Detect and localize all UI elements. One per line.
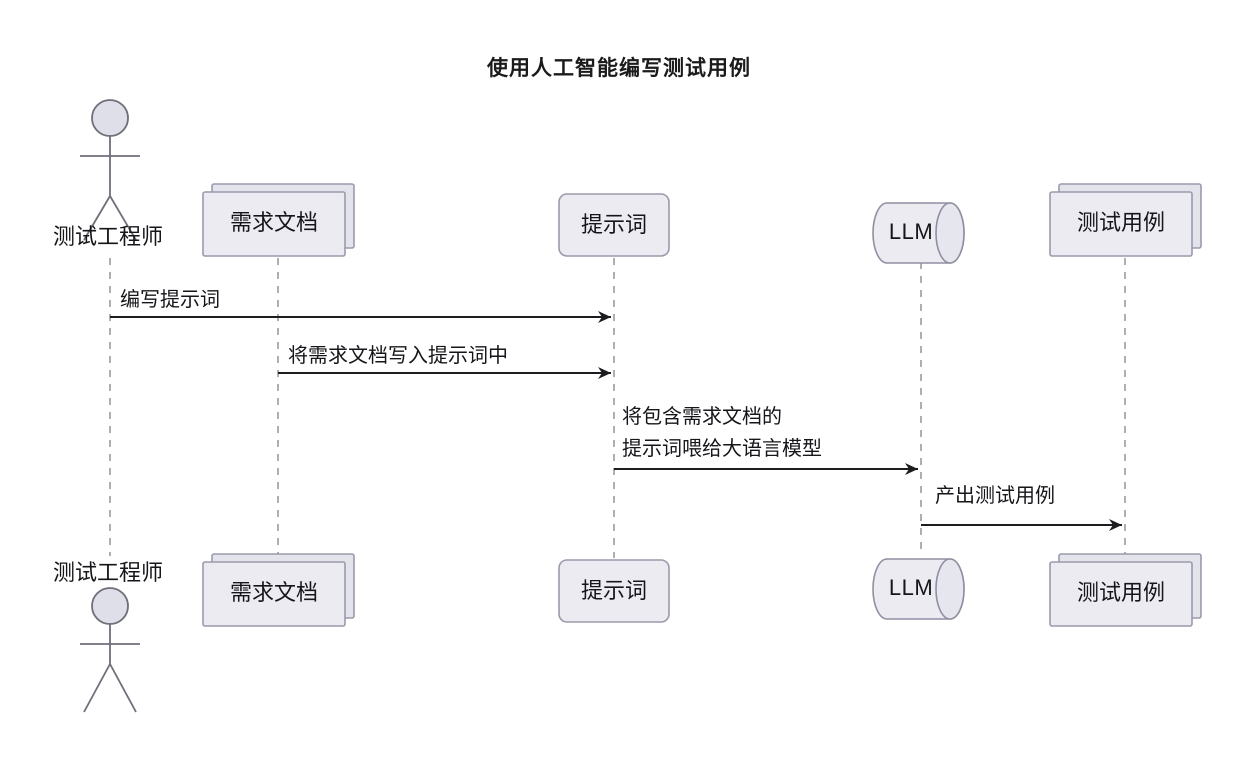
stacked-doc-front-sheet	[202, 561, 346, 627]
participant-label-requirements-top: 需求文档	[230, 210, 318, 235]
participant-label-prompt-top: 提示词	[581, 212, 647, 237]
actor-leg-right-icon	[109, 195, 137, 241]
stacked-doc-front-sheet	[1049, 191, 1193, 257]
stacked-doc-front-sheet	[1049, 561, 1193, 627]
message-3[interactable]: 将包含需求文档的 提示词喂给大语言模型	[614, 405, 918, 475]
participant-label-tester-top: 测试工程师	[53, 224, 163, 249]
participant-label-llm-bottom: LLM	[889, 575, 933, 600]
cylinder-cap-icon	[935, 202, 965, 264]
participant-requirements-bottom[interactable]: 需求文档	[202, 553, 355, 627]
message-4-label: 产出测试用例	[935, 484, 1055, 507]
message-4[interactable]: 产出测试用例	[921, 484, 1122, 531]
participant-prompt-bottom[interactable]: 提示词	[558, 559, 670, 623]
actor-leg-right-icon	[109, 663, 137, 713]
message-3-label-line-1: 将包含需求文档的	[622, 405, 782, 428]
message-2-label: 将需求文档写入提示词中	[288, 344, 508, 367]
participant-label-llm-top: LLM	[889, 219, 933, 244]
message-1-label: 编写提示词	[120, 288, 220, 311]
participant-llm-bottom[interactable]: LLM	[872, 558, 965, 620]
participant-testcases-bottom[interactable]: 测试用例	[1049, 553, 1202, 627]
participant-label-tester-bottom: 测试工程师	[53, 560, 163, 585]
message-2[interactable]: 将需求文档写入提示词中	[278, 344, 611, 379]
participant-label-requirements-bottom: 需求文档	[230, 580, 318, 605]
prompt-box-shape	[558, 193, 670, 257]
participant-testcases-top[interactable]: 测试用例	[1049, 183, 1202, 257]
participant-llm-top[interactable]: LLM	[872, 202, 965, 264]
participant-label-prompt-bottom: 提示词	[581, 578, 647, 603]
actor-leg-left-icon	[83, 195, 111, 241]
cylinder-cap-icon	[935, 558, 965, 620]
actor-leg-left-icon	[83, 663, 111, 713]
actor-head-icon	[91, 587, 129, 625]
participant-tester-bottom[interactable]: 测试工程师	[53, 560, 163, 713]
page-title: 使用人工智能编写测试用例	[486, 56, 751, 80]
participant-requirements-top[interactable]: 需求文档	[202, 183, 355, 257]
participant-tester-top[interactable]: 测试工程师	[53, 99, 163, 249]
message-3-label-line-2: 提示词喂给大语言模型	[622, 437, 822, 460]
actor-head-icon	[91, 99, 129, 137]
stacked-doc-front-sheet	[202, 191, 346, 257]
message-1[interactable]: 编写提示词	[110, 288, 611, 323]
participant-label-testcases-bottom: 测试用例	[1077, 580, 1165, 605]
participant-prompt-top[interactable]: 提示词	[558, 193, 670, 257]
lifelines-layer	[109, 258, 1126, 562]
participant-label-testcases-top: 测试用例	[1077, 210, 1165, 235]
prompt-box-shape	[558, 559, 670, 623]
